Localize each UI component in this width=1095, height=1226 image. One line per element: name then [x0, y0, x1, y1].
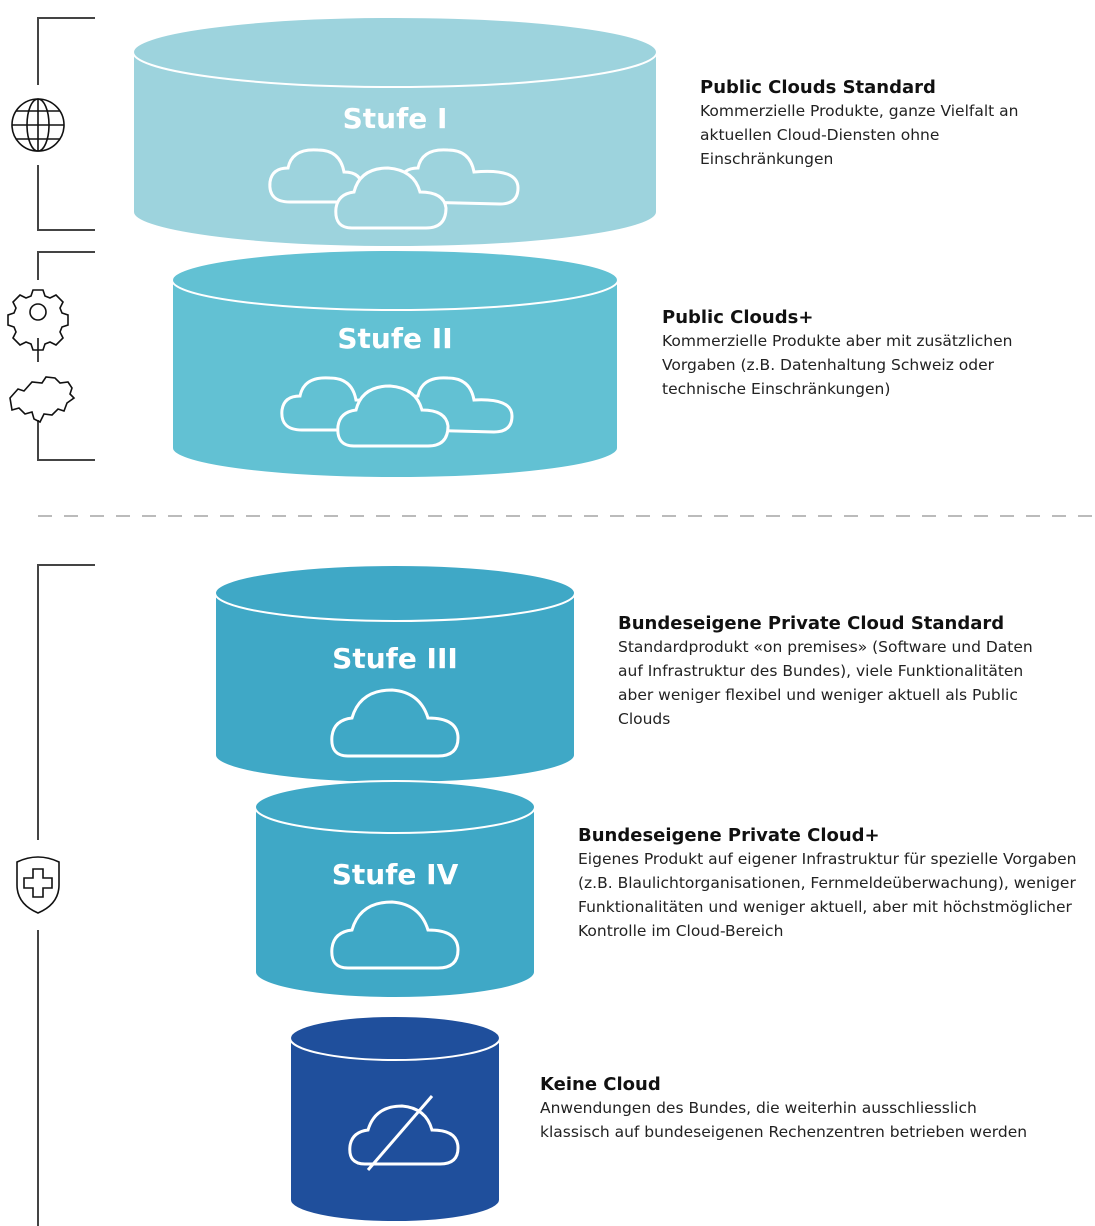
tier-text-stufe-2: Public Clouds+ Kommerzielle Produkte abe…: [662, 307, 1072, 401]
no-cloud-icon: [348, 1095, 460, 1171]
tier-description: Kommerzielle Produkte aber mit zusätzlic…: [662, 332, 1013, 398]
cylinder-stufe-3: Stufe III: [214, 564, 576, 784]
globe-icon: [11, 98, 65, 152]
stufe-label: Stufe II: [337, 322, 452, 355]
bracket-private: [37, 564, 95, 1226]
cloud-icon: [330, 688, 460, 758]
tier-title: Keine Cloud: [540, 1074, 661, 1095]
bracket-stufe-1: [37, 17, 95, 231]
tier-title: Bundeseigene Private Cloud Standard: [618, 613, 1005, 634]
bracket-stufe-2: [37, 251, 95, 461]
tier-description: Kommerzielle Produkte, ganze Vielfalt an…: [700, 102, 1019, 168]
stufe-label: Stufe IV: [332, 858, 459, 891]
tier-description: Eigenes Produkt auf eigener Infrastruktu…: [578, 850, 1077, 940]
cylinder-stufe-2: Stufe II: [171, 249, 619, 479]
tier-description: Anwendungen des Bundes, die weiterhin au…: [540, 1099, 1028, 1141]
cylinder-stufe-1: Stufe I: [132, 16, 658, 248]
cylinder-keine-cloud: [289, 1015, 501, 1223]
tier-description: Standardprodukt «on premises» (Software …: [618, 638, 1033, 728]
cylinder-stufe-4: Stufe IV: [254, 780, 536, 999]
tier-text-stufe-4: Bundeseigene Private Cloud+ Eigenes Prod…: [578, 825, 1088, 943]
tier-text-stufe-1: Public Clouds Standard Kommerzielle Prod…: [700, 77, 1080, 171]
stufe-label: Stufe I: [343, 102, 448, 135]
stufe-label: Stufe III: [332, 642, 458, 675]
triple-cloud-icon: [268, 148, 520, 230]
switzerland-map-icon: [9, 376, 76, 424]
tier-title: Public Clouds Standard: [700, 77, 936, 98]
swiss-shield-icon: [16, 856, 60, 914]
tier-title: Bundeseigene Private Cloud+: [578, 825, 880, 846]
tier-text-keine-cloud: Keine Cloud Anwendungen des Bundes, die …: [540, 1074, 1040, 1144]
triple-cloud-icon: [280, 376, 514, 448]
tier-title: Public Clouds+: [662, 307, 814, 328]
gear-icon: [7, 289, 69, 351]
cloud-icon: [330, 900, 460, 970]
tier-text-stufe-3: Bundeseigene Private Cloud Standard Stan…: [618, 613, 1058, 731]
